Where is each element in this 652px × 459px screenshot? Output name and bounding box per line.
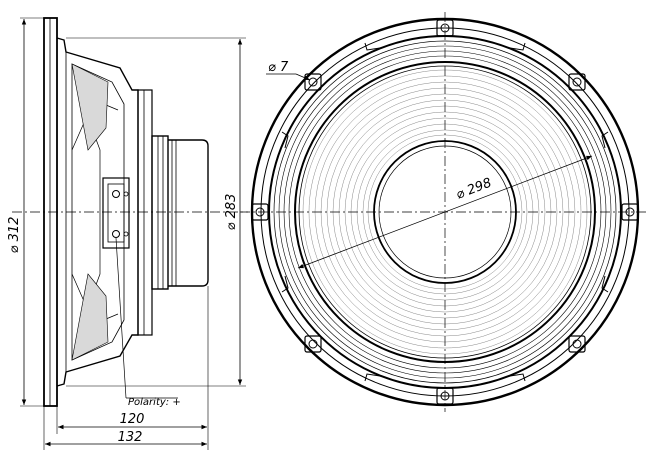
side-dimensions: ⌀ 312 ⌀ 283 Polarity: + 120 132 (7, 17, 246, 450)
mount-hole-icon (621, 203, 639, 221)
side-view (12, 17, 248, 407)
terminal-plus-icon (112, 190, 120, 198)
mount-hole-icon (568, 73, 586, 91)
magnet-motor (151, 135, 169, 290)
polarity-note: Polarity: + (128, 397, 181, 408)
flange-notches (281, 42, 609, 382)
dim-mount-hole: ⌀ 7 (268, 60, 289, 75)
mounting-holes (251, 19, 639, 405)
dim-cone-diameter: ⌀ 298 (454, 176, 494, 203)
dim-body-diameter: ⌀ 283 (224, 194, 239, 231)
dim-frame-diameter: ⌀ 312 (7, 217, 22, 254)
mount-hole-icon (304, 335, 322, 353)
terminal-minus-icon (112, 230, 120, 238)
dim-depth-inner: 120 (120, 412, 145, 427)
mount-hole-icon (436, 387, 454, 405)
mount-hole-icon (304, 73, 322, 91)
mount-hole-icon (436, 19, 454, 37)
dim-depth-total: 132 (118, 430, 143, 445)
terminal-block (102, 177, 130, 249)
motor-cap (168, 139, 209, 287)
mount-hole-icon (568, 335, 586, 353)
mount-hole-icon (251, 203, 269, 221)
front-dimensions: ⌀ 298 ⌀ 7 (266, 60, 593, 269)
